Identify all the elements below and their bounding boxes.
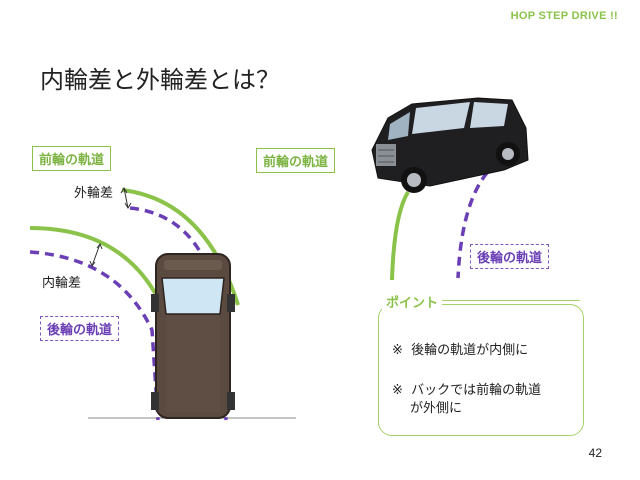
note-mark: ※ [392,343,403,358]
point-item-text: バックでは前輪の軌道 [411,383,542,398]
point-item-2: ※ バックでは前輪の軌道 [392,382,541,400]
point-title: ポイント [382,292,443,311]
front-track-inner [29,226,164,307]
point-item-2-continued: が外側に [410,401,463,416]
brand-logo: HOP STEP DRIVE !! [510,10,618,22]
rear-track-inner [29,250,160,421]
inner-diff-label: 内輪差 [42,276,82,291]
right-rear-track [456,160,500,279]
outer-diff-arrow [123,187,129,209]
outer-diff-label: 外輪差 [74,186,114,201]
point-item-text: 後輪の軌道が内側に [411,343,529,358]
page-number: 42 [588,446,602,460]
right-rear-track-label: 後輪の軌道 [470,244,550,269]
car-top-view [151,253,235,419]
point-item-1: ※ 後輪の軌道が内側に [392,342,528,360]
right-front-track [390,190,410,281]
point-box-title-rule [438,300,580,301]
left-front-track-label: 前輪の軌道 [32,146,112,171]
note-mark: ※ [392,383,403,398]
right-front-track-label: 前輪の軌道 [256,148,336,173]
rear-track-outer [129,206,228,421]
point-box [378,304,584,436]
slide-title: 内輪差と外輪差とは？ [40,66,280,94]
inner-diff-arrow [91,243,101,267]
van-illustration [371,97,529,193]
left-rear-track-label: 後輪の軌道 [40,316,120,341]
